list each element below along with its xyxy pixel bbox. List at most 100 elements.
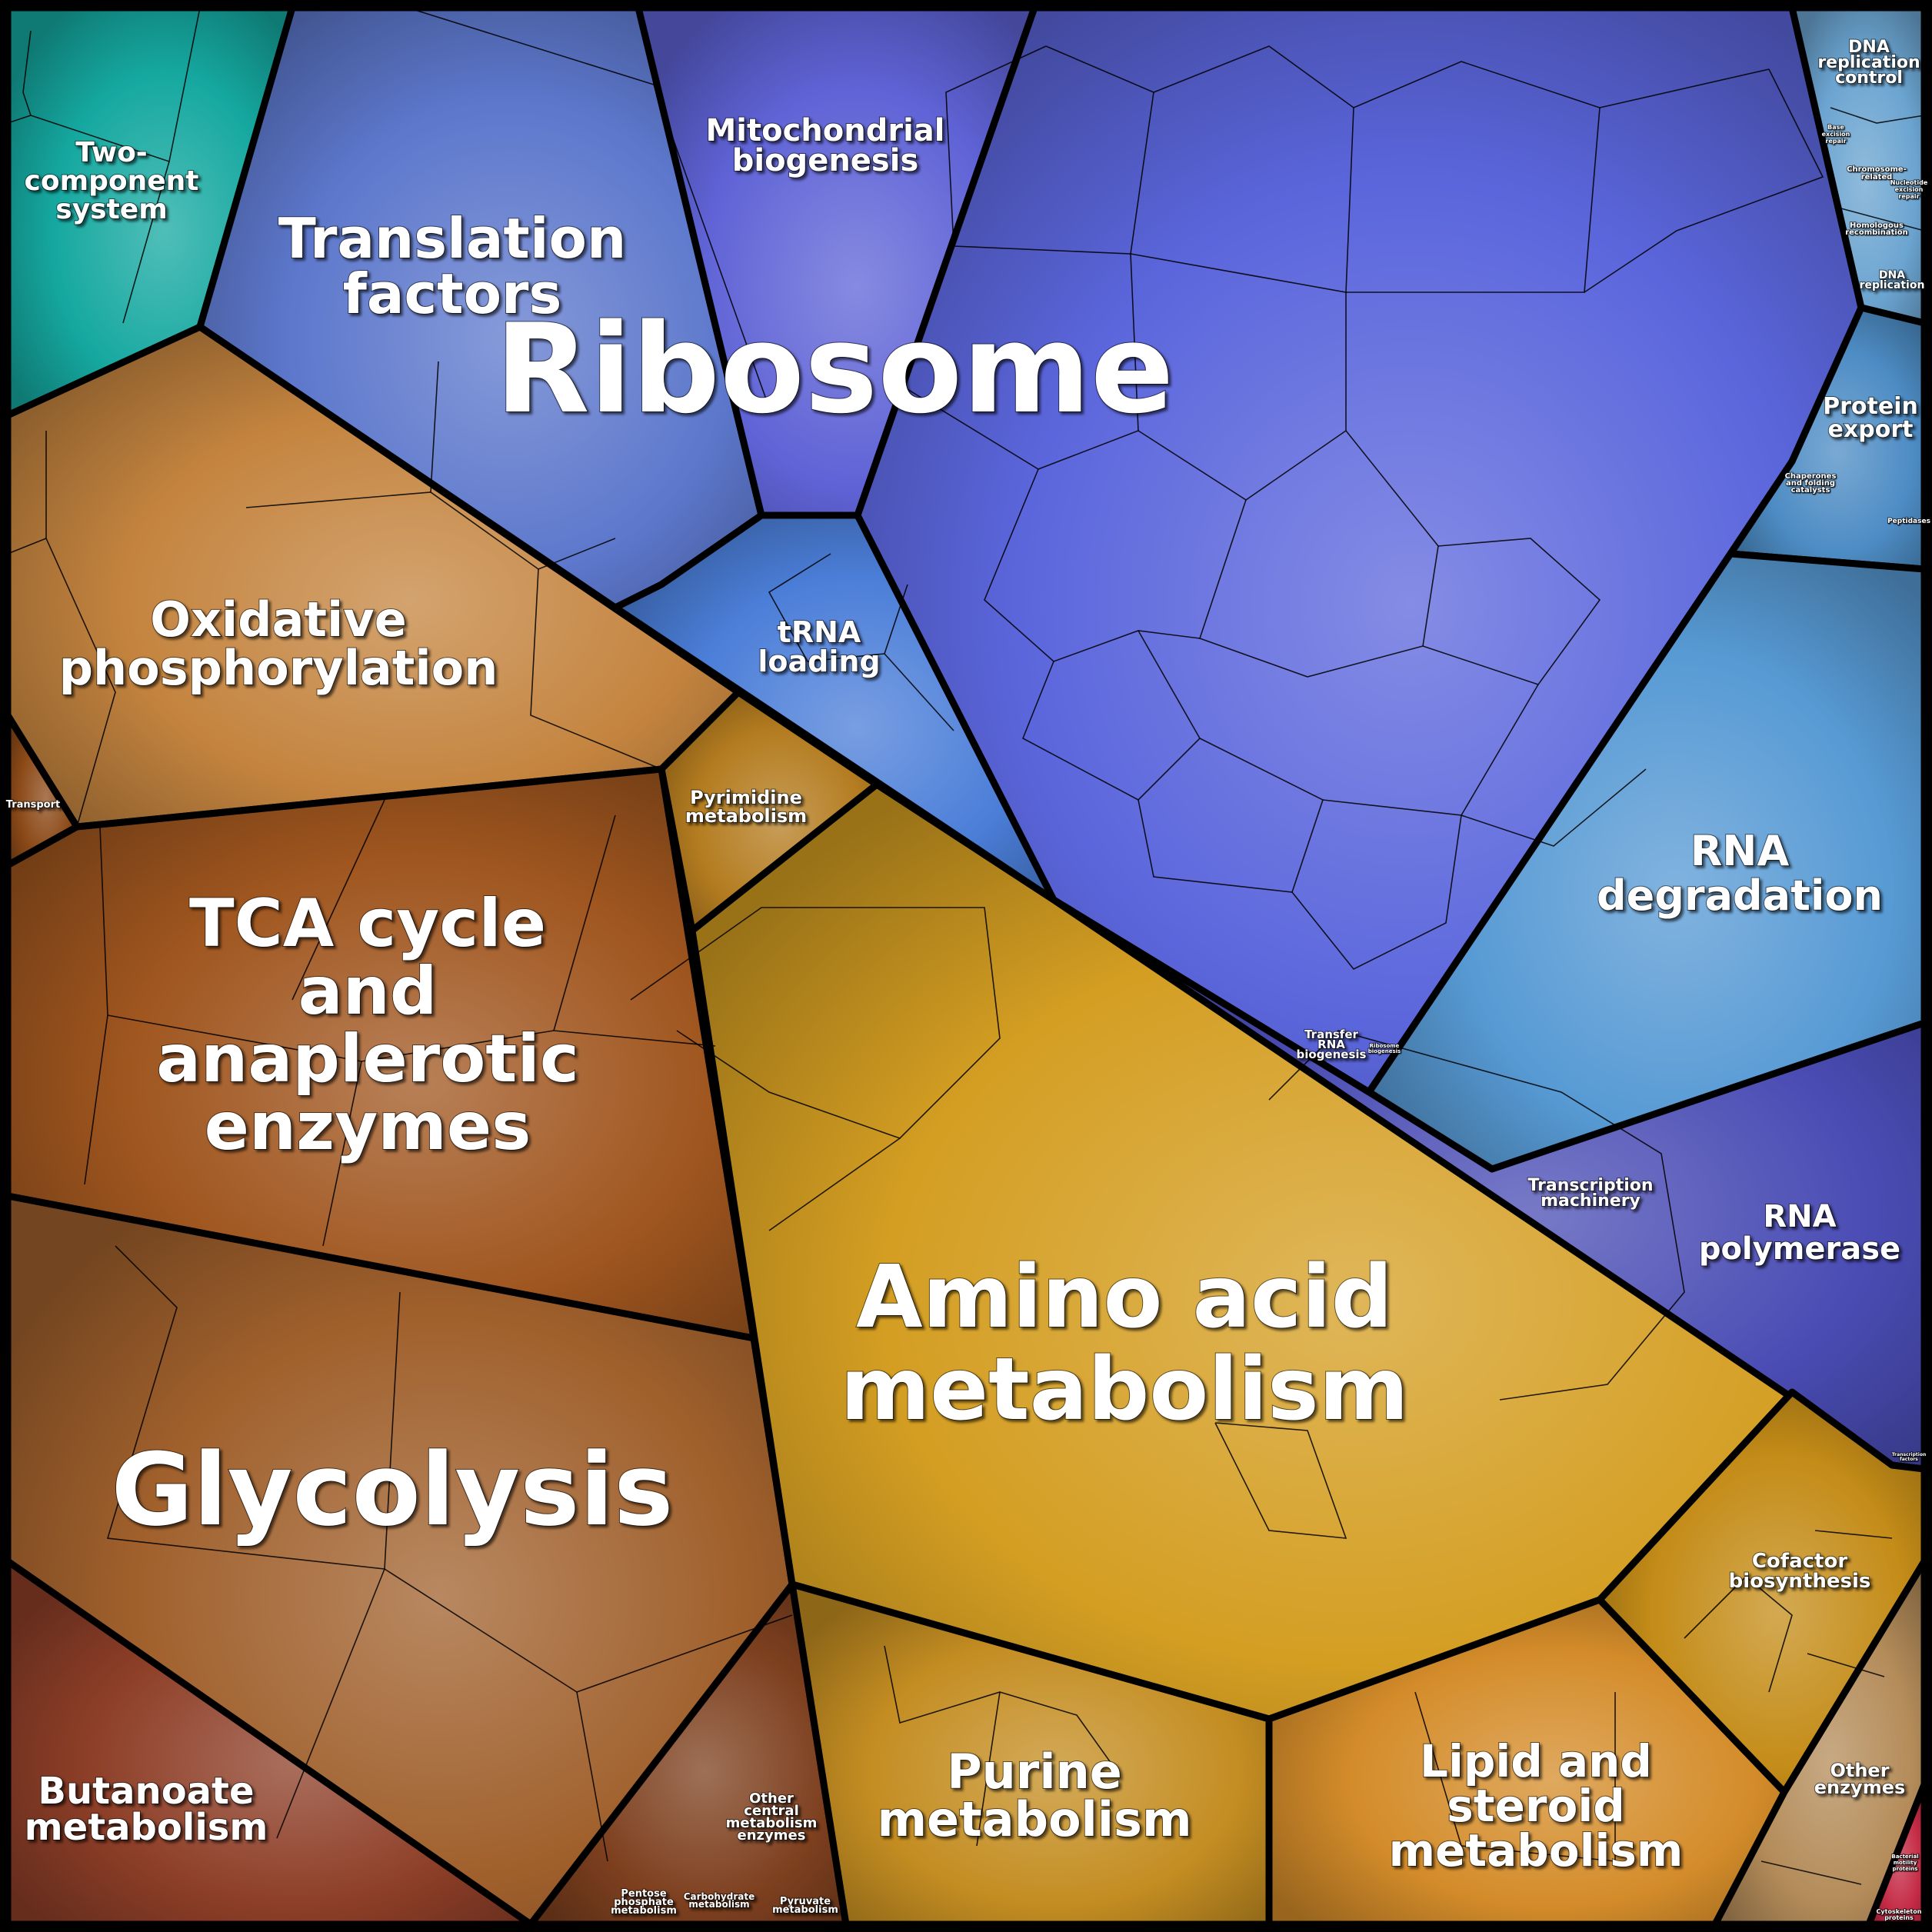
label-line: biosynthesis (1729, 1570, 1871, 1593)
label-chromosome: Chromosome-related (1847, 165, 1907, 182)
subcell-border (291, 799, 385, 1001)
label-peptidases: Peptidases (1887, 518, 1930, 525)
label-line: metabolism (688, 1899, 749, 1910)
label-line: and folding (1786, 479, 1835, 488)
label-line: biogenesis (1297, 1048, 1367, 1061)
label-line: DNA (1848, 38, 1890, 57)
subcell-border (322, 1061, 362, 1247)
subcell-border (122, 161, 170, 324)
label-line: metabolism (1389, 1824, 1684, 1877)
region-butanoate[interactable] (4, 1557, 535, 1928)
label-line: Chaperones (1785, 472, 1837, 481)
label-line: and (298, 953, 438, 1030)
label-line: export (1828, 416, 1914, 443)
subcell-border (407, 7, 655, 85)
subcell-border (553, 814, 616, 1031)
subcell-border (630, 907, 1001, 1139)
subcell-border (276, 1568, 385, 1839)
label-line: biogenesis (1368, 1048, 1401, 1054)
label-line: metabolism (772, 1904, 838, 1916)
subcell-border (884, 653, 954, 731)
subcell-border (106, 1245, 401, 1570)
subcell-border (1584, 68, 1824, 293)
label-line: Cytoskeleton (1877, 1908, 1922, 1915)
label-line: factors (1900, 1457, 1918, 1462)
label-line: excision (1895, 186, 1924, 193)
subcell-border (1830, 107, 1925, 124)
label-line: Bacterial (1891, 1854, 1918, 1860)
label-line: steroid (1447, 1780, 1624, 1832)
label-line: central (744, 1803, 799, 1819)
subcell-border (1138, 292, 1347, 501)
label-line: excision (1822, 131, 1850, 138)
label-line: loading (758, 645, 880, 678)
subcell-border (1214, 1422, 1347, 1539)
label-line: Base (1827, 124, 1844, 131)
label-line: DNA (1879, 269, 1905, 281)
subcell-border (1461, 684, 1539, 816)
subcell-border (7, 115, 32, 124)
subcell-border (1198, 430, 1439, 678)
label-line: Glycolysis (112, 1431, 674, 1548)
label-line: metabolism (840, 1340, 1408, 1440)
label-line: replication (1860, 279, 1925, 291)
subcell-border (1461, 768, 1647, 847)
label-line: related (1861, 173, 1893, 182)
subcell-border (430, 361, 439, 493)
label-line: catalysts (1791, 486, 1830, 495)
label-line: polymerase (1699, 1231, 1900, 1267)
label-ribosome: Ribosome (495, 297, 1174, 441)
label-line: Pentose (621, 1888, 666, 1900)
label-line: tRNA (778, 615, 861, 649)
label-line: Transport (6, 799, 60, 811)
label-line: proteins (1893, 1866, 1918, 1872)
label-line: metabolism (726, 1815, 818, 1831)
subcell-border (576, 1691, 608, 1862)
region-cytoskeleton[interactable] (1865, 1780, 1928, 1928)
label-line: Chromosome- (1847, 165, 1907, 174)
label-line: Oxidative (150, 591, 407, 648)
label-line: Transfer (1304, 1028, 1358, 1041)
label-line: proteins (1884, 1914, 1914, 1921)
subcell-border (653, 84, 770, 408)
label-line: anaplerotic (156, 1021, 579, 1098)
label-line: machinery (1541, 1191, 1641, 1211)
label-line: RNA (1763, 1199, 1836, 1234)
label-line: Amino acid (856, 1247, 1393, 1347)
label-line: Peptidases (1887, 518, 1930, 525)
label-line: Purine (947, 1744, 1122, 1800)
label-line: Translation (278, 206, 627, 271)
label-line: Protein (1823, 393, 1918, 420)
label-line: motility (1894, 1860, 1917, 1866)
subcell-border (1268, 1030, 1685, 1401)
label-line: Transcription (1892, 1452, 1926, 1457)
subcell-border (107, 1014, 716, 1062)
label-line: metabolism (877, 1791, 1191, 1847)
label-line: Nucleotide (1890, 179, 1928, 186)
subcell-border (945, 45, 1154, 255)
label-line: Homologous (1850, 222, 1904, 230)
